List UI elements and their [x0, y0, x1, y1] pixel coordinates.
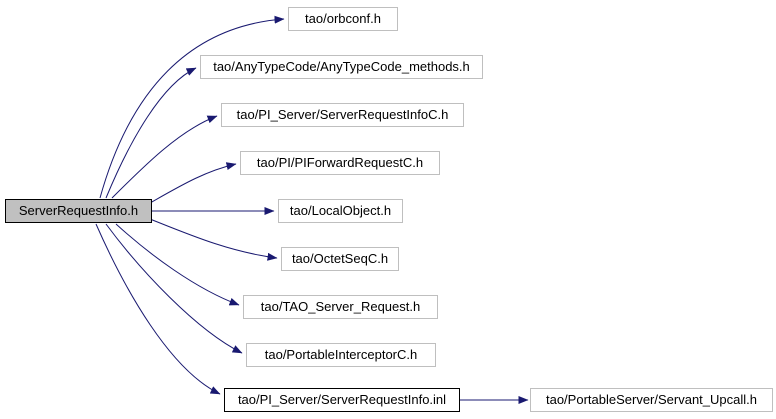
- edge-to-octetseqc: [149, 218, 278, 261]
- edge-to-anytypecode-methods: [105, 67, 197, 199]
- edge-to-tao-server-request: [115, 223, 240, 306]
- edge-to-portableinterceptorc: [105, 223, 243, 354]
- node-tao-localobject-h[interactable]: tao/LocalObject.h: [278, 199, 403, 223]
- node-tao-tao-server-request-h[interactable]: tao/TAO_Server_Request.h: [243, 295, 438, 319]
- edge-to-orbconf: [99, 15, 285, 199]
- node-tao-octetseqc-h[interactable]: tao/OctetSeqC.h: [281, 247, 399, 271]
- edge-to-serverrequestinfo-inl: [95, 223, 221, 395]
- node-tao-pi-server-serverrequestinfo-inl[interactable]: tao/PI_Server/ServerRequestInfo.inl: [224, 388, 460, 412]
- node-tao-pi-piforwardrequestc-h[interactable]: tao/PI/PIForwardRequestC.h: [240, 151, 440, 175]
- node-tao-pi-server-serverrequestinfoc-h[interactable]: tao/PI_Server/ServerRequestInfoC.h: [221, 103, 464, 127]
- node-tao-anytypecode-anytypecode-methods-h[interactable]: tao/AnyTypeCode/AnyTypeCode_methods.h: [200, 55, 483, 79]
- node-serverrequestinfo-h: ServerRequestInfo.h: [5, 199, 152, 223]
- edge-to-serverrequestinfoc: [111, 115, 218, 199]
- node-tao-portableinterceptorc-h[interactable]: tao/PortableInterceptorC.h: [246, 343, 436, 367]
- edge-to-piforwardrequestc: [149, 162, 237, 204]
- node-tao-portableserver-servant-upcall-h[interactable]: tao/PortableServer/Servant_Upcall.h: [530, 388, 773, 412]
- node-tao-orbconf-h[interactable]: tao/orbconf.h: [288, 7, 398, 31]
